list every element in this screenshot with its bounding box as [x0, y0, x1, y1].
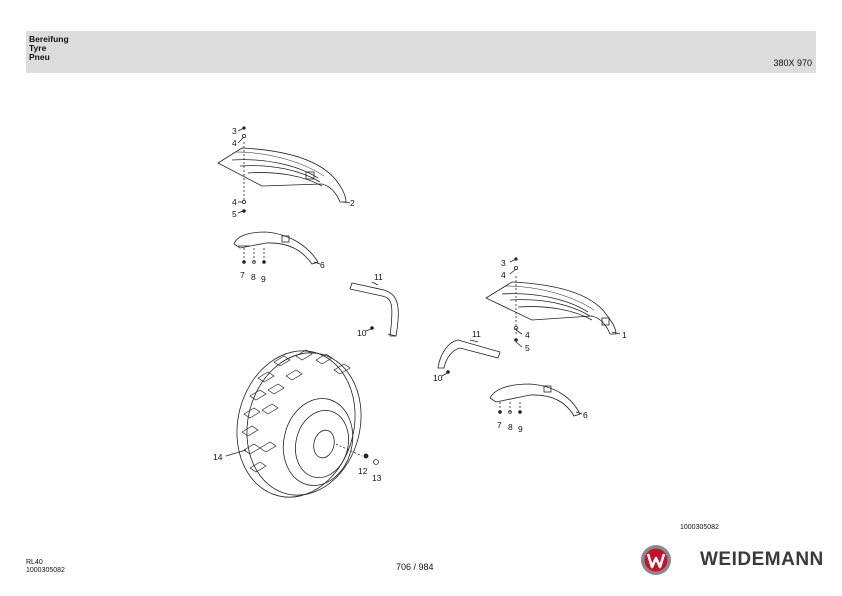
footer-doc-number: 1000305082 — [26, 567, 65, 574]
left-stay-tube — [349, 282, 399, 337]
callout-5-right: 5 — [525, 343, 530, 353]
brand-name: WEIDEMANN — [700, 549, 824, 570]
left-fender — [217, 142, 347, 203]
callout-1: 1 — [622, 330, 627, 340]
callout-4-left-top: 4 — [232, 138, 237, 148]
nut-5-left — [242, 209, 246, 213]
callout-9-left: 9 — [261, 274, 266, 284]
callout-14: 14 — [213, 452, 223, 462]
wheel-nut-13 — [373, 459, 379, 465]
bolt-7-right — [498, 410, 502, 414]
callout-6-right: 6 — [583, 410, 588, 420]
title-german: Bereifung — [29, 34, 69, 44]
callout-7-left: 7 — [240, 270, 245, 280]
right-stay-tube — [437, 339, 501, 369]
wheel-bolt-12 — [363, 453, 369, 459]
callout-3-left: 3 — [232, 126, 237, 136]
callout-8-left: 8 — [251, 272, 256, 282]
callout-4-left-bottom: 4 — [232, 197, 237, 207]
callout-6-left: 6 — [320, 260, 325, 270]
footer-left: RL40 1000305082 — [26, 559, 65, 575]
callout-4-right-top: 4 — [501, 270, 506, 280]
page-number: 706 / 984 — [396, 562, 434, 572]
washer-4-right-top — [514, 265, 519, 270]
bolt-10-left — [370, 326, 374, 330]
header-bar: Bereifung Tyre Pneu 380X 970 — [26, 31, 816, 73]
callout-13: 13 — [372, 473, 382, 483]
washer-4-right-bottom — [514, 325, 519, 330]
title-french: Pneu — [29, 52, 50, 62]
callout-10-left: 10 — [357, 328, 367, 338]
nut-9-left — [262, 260, 266, 264]
right-fender-bracket — [489, 383, 581, 417]
nut-5-right — [514, 338, 518, 342]
model-label: 380X 970 — [773, 58, 812, 68]
nut-9-right — [518, 410, 522, 414]
callout-10-right: 10 — [433, 373, 443, 383]
callout-7-right: 7 — [497, 420, 502, 430]
drawing-document-number: 1000305082 — [680, 524, 719, 531]
bolt-10-right — [446, 370, 450, 374]
callout-4-right-bottom: 4 — [525, 330, 530, 340]
washer-8-left — [252, 260, 256, 264]
callout-3-right: 3 — [501, 258, 506, 268]
washer-4-left-top — [241, 133, 246, 138]
left-fender-bracket — [233, 231, 319, 265]
callout-8-right: 8 — [508, 422, 513, 432]
washer-8-right — [508, 410, 512, 414]
callout-11-left: 11 — [374, 272, 383, 282]
tyre-and-rim — [236, 349, 362, 498]
callout-5-left: 5 — [232, 209, 237, 219]
weidemann-logo-icon — [641, 545, 671, 575]
title-english: Tyre — [29, 43, 47, 53]
callout-12: 12 — [358, 466, 368, 476]
callout-9-right: 9 — [518, 424, 523, 434]
callout-11-right: 11 — [472, 329, 481, 339]
right-fender — [485, 276, 617, 335]
callout-2: 2 — [350, 198, 355, 208]
bolt-7-left — [242, 260, 246, 264]
footer-model-code: RL40 — [26, 559, 43, 566]
